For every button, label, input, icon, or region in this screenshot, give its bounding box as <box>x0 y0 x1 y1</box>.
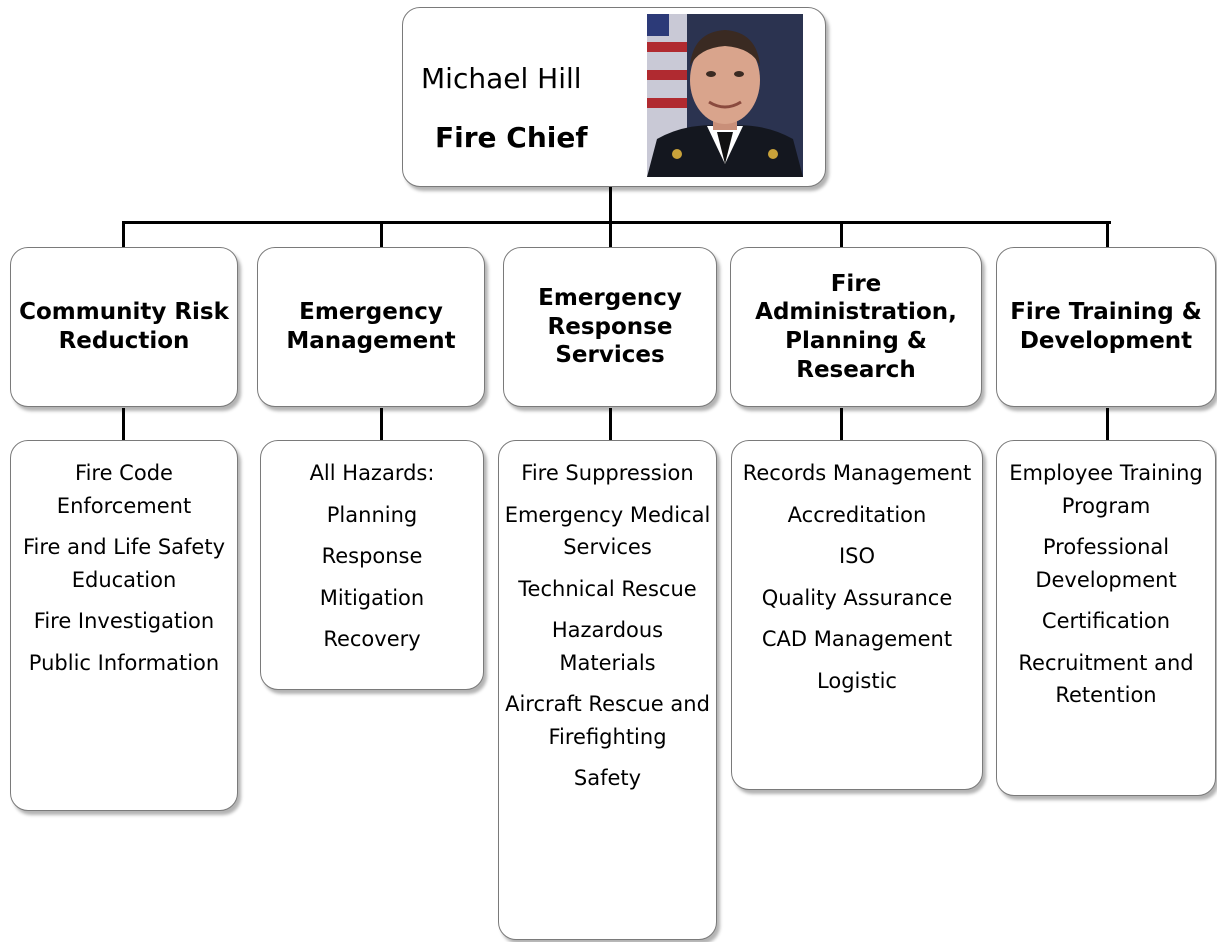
function-item: Planning <box>326 502 418 527</box>
connector-chief-down <box>609 187 612 224</box>
function-item: Employee Training Program <box>1009 461 1203 518</box>
function-item: Fire and Life Safety Education <box>22 535 226 592</box>
function-item: Public Information <box>28 650 220 675</box>
connector-to-division-4 <box>840 221 843 248</box>
function-item: Emergency Medical Services <box>504 502 711 560</box>
function-item: CAD Management <box>761 627 953 652</box>
function-item: Logistic <box>817 668 897 693</box>
function-item: Aircraft Rescue and Firefighting <box>505 692 710 749</box>
function-item: Fire Suppression <box>521 461 694 485</box>
person-portrait-icon <box>647 14 803 177</box>
function-list-community-risk-reduction: Fire Code Enforcement Fire and Life Safe… <box>10 440 238 811</box>
function-item: Recovery <box>323 627 421 652</box>
chief-photo <box>647 14 803 177</box>
division-header-emergency-response-services: Emergency Response Services <box>503 247 717 407</box>
division-title: Emergency Management <box>286 299 456 354</box>
division-title: Emergency Response Services <box>538 284 682 369</box>
chief-title: Fire Chief <box>435 121 588 154</box>
chief-box: Michael Hill Fire Chief <box>402 7 826 187</box>
division-header-fire-administration: Fire Administration, Planning & Research <box>730 247 982 407</box>
function-item: Mitigation <box>319 585 425 610</box>
function-item: Records Management <box>742 461 972 485</box>
function-list-emergency-management: All Hazards: Planning Response Mitigatio… <box>260 440 484 690</box>
function-item: ISO <box>838 544 876 569</box>
function-item: Certification <box>1041 609 1171 634</box>
function-item: Response <box>321 544 423 569</box>
function-item: All Hazards: <box>309 461 435 485</box>
function-item: Accreditation <box>787 502 927 527</box>
connector-division-5-list <box>1106 408 1109 440</box>
function-item: Fire Code Enforcement <box>56 461 192 518</box>
connector-division-2-list <box>380 408 383 440</box>
division-title: Community Risk Reduction <box>19 299 229 354</box>
division-header-emergency-management: Emergency Management <box>257 247 485 407</box>
connector-division-1-list <box>122 408 125 440</box>
connector-to-division-3 <box>609 221 612 248</box>
connector-division-4-list <box>840 408 843 440</box>
division-title: Fire Training & Development <box>1010 299 1202 354</box>
connector-horizontal <box>122 221 1111 224</box>
function-item: Professional Development <box>1035 535 1177 592</box>
function-item: Technical Rescue <box>518 576 697 601</box>
division-header-community-risk-reduction: Community Risk Reduction <box>10 247 238 407</box>
chief-name: Michael Hill <box>421 62 582 95</box>
function-item: Safety <box>573 766 642 791</box>
connector-to-division-5 <box>1106 221 1109 248</box>
connector-to-division-1 <box>122 221 125 248</box>
function-item: Hazardous Materials <box>551 618 664 675</box>
function-item: Recruitment and Retention <box>1018 650 1194 708</box>
function-list-fire-training: Employee Training Program Professional D… <box>996 440 1216 796</box>
division-title: Fire Administration, Planning & Research <box>755 270 957 383</box>
connector-division-3-list <box>609 408 612 440</box>
function-list-emergency-response-services: Fire Suppression Emergency Medical Servi… <box>498 440 717 940</box>
function-item: Quality Assurance <box>761 585 953 610</box>
function-item: Fire Investigation <box>33 609 215 634</box>
division-header-fire-training: Fire Training & Development <box>996 247 1216 407</box>
function-list-fire-administration: Records Management Accreditation ISO Qua… <box>731 440 983 790</box>
connector-to-division-2 <box>380 221 383 248</box>
